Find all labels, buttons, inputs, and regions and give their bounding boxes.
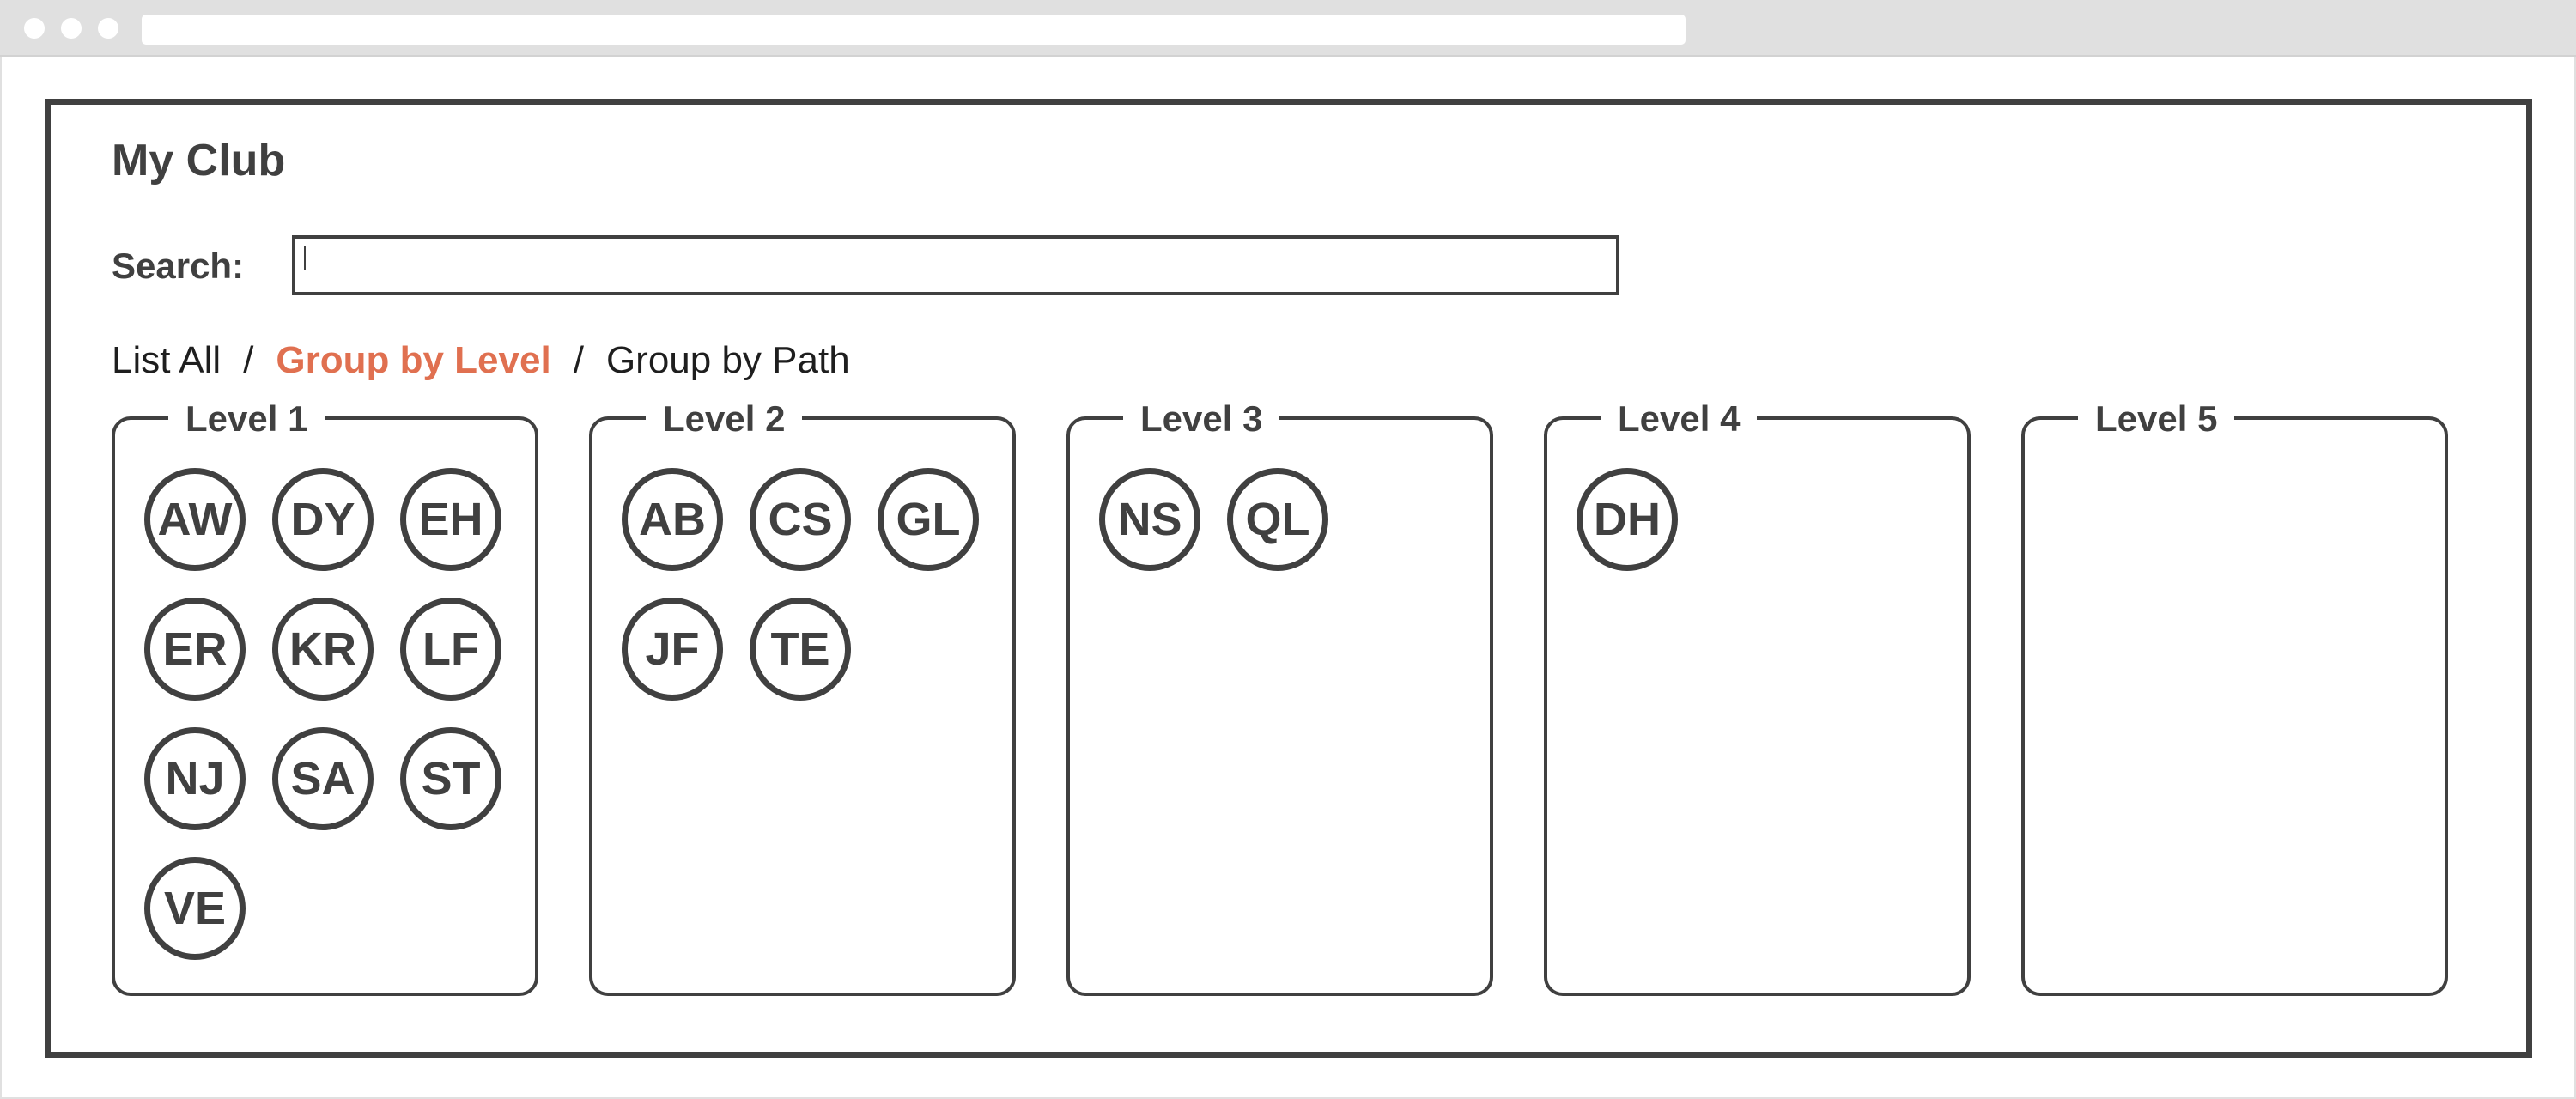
member-avatar[interactable]: EH — [400, 468, 501, 571]
member-avatar[interactable]: JF — [622, 598, 723, 701]
member-grid: DH — [1577, 468, 1954, 571]
member-avatar[interactable]: NJ — [144, 727, 246, 830]
page-title: My Club — [112, 136, 286, 185]
text-caret — [304, 246, 306, 270]
search-label: Search: — [112, 246, 245, 286]
window-maximize-dot[interactable] — [98, 18, 118, 39]
level-group-3: Level 3 NS QL — [1066, 398, 1493, 996]
member-avatar[interactable]: NS — [1099, 468, 1200, 571]
member-avatar[interactable]: SA — [272, 727, 374, 830]
page-border — [0, 57, 2576, 1099]
member-avatar[interactable]: VE — [144, 857, 246, 960]
level-group-title: Level 1 — [168, 398, 325, 440]
member-avatar[interactable]: CS — [750, 468, 851, 571]
member-avatar[interactable]: DY — [272, 468, 374, 571]
browser-toolbar — [0, 0, 2576, 57]
nav-separator: / — [243, 339, 254, 381]
member-grid: NS QL — [1099, 468, 1477, 571]
window-minimize-dot[interactable] — [61, 18, 82, 39]
member-grid: AB CS GL JF TE — [622, 468, 999, 701]
level-group-1: Level 1 AW DY EH ER KR LF NJ SA ST VE — [112, 398, 538, 996]
nav-separator: / — [573, 339, 584, 381]
member-avatar[interactable]: DH — [1577, 468, 1678, 571]
member-avatar[interactable]: GL — [878, 468, 979, 571]
level-group-title: Level 5 — [2078, 398, 2235, 440]
search-input[interactable] — [292, 235, 1619, 295]
member-avatar[interactable]: TE — [750, 598, 851, 701]
list-all-link[interactable]: List All — [112, 339, 222, 381]
view-mode-nav: List All / Group by Level / Group by Pat… — [112, 337, 850, 385]
address-bar[interactable] — [142, 15, 1686, 45]
member-avatar[interactable]: ER — [144, 598, 246, 701]
level-group-4: Level 4 DH — [1544, 398, 1971, 996]
member-avatar[interactable]: KR — [272, 598, 374, 701]
member-avatar[interactable]: AW — [144, 468, 246, 571]
member-grid: AW DY EH ER KR LF NJ SA ST VE — [144, 468, 522, 960]
group-by-path-link[interactable]: Group by Path — [605, 339, 850, 381]
level-group-title: Level 2 — [646, 398, 803, 440]
level-group-title: Level 3 — [1123, 398, 1280, 440]
level-group-title: Level 4 — [1601, 398, 1758, 440]
level-group-5: Level 5 — [2021, 398, 2448, 996]
level-group-2: Level 2 AB CS GL JF TE — [589, 398, 1016, 996]
window-close-dot[interactable] — [24, 18, 45, 39]
member-avatar[interactable]: QL — [1227, 468, 1328, 571]
member-avatar[interactable]: LF — [400, 598, 501, 701]
member-avatar[interactable]: AB — [622, 468, 723, 571]
member-avatar[interactable]: ST — [400, 727, 501, 830]
group-by-level-link[interactable]: Group by Level — [276, 339, 551, 381]
